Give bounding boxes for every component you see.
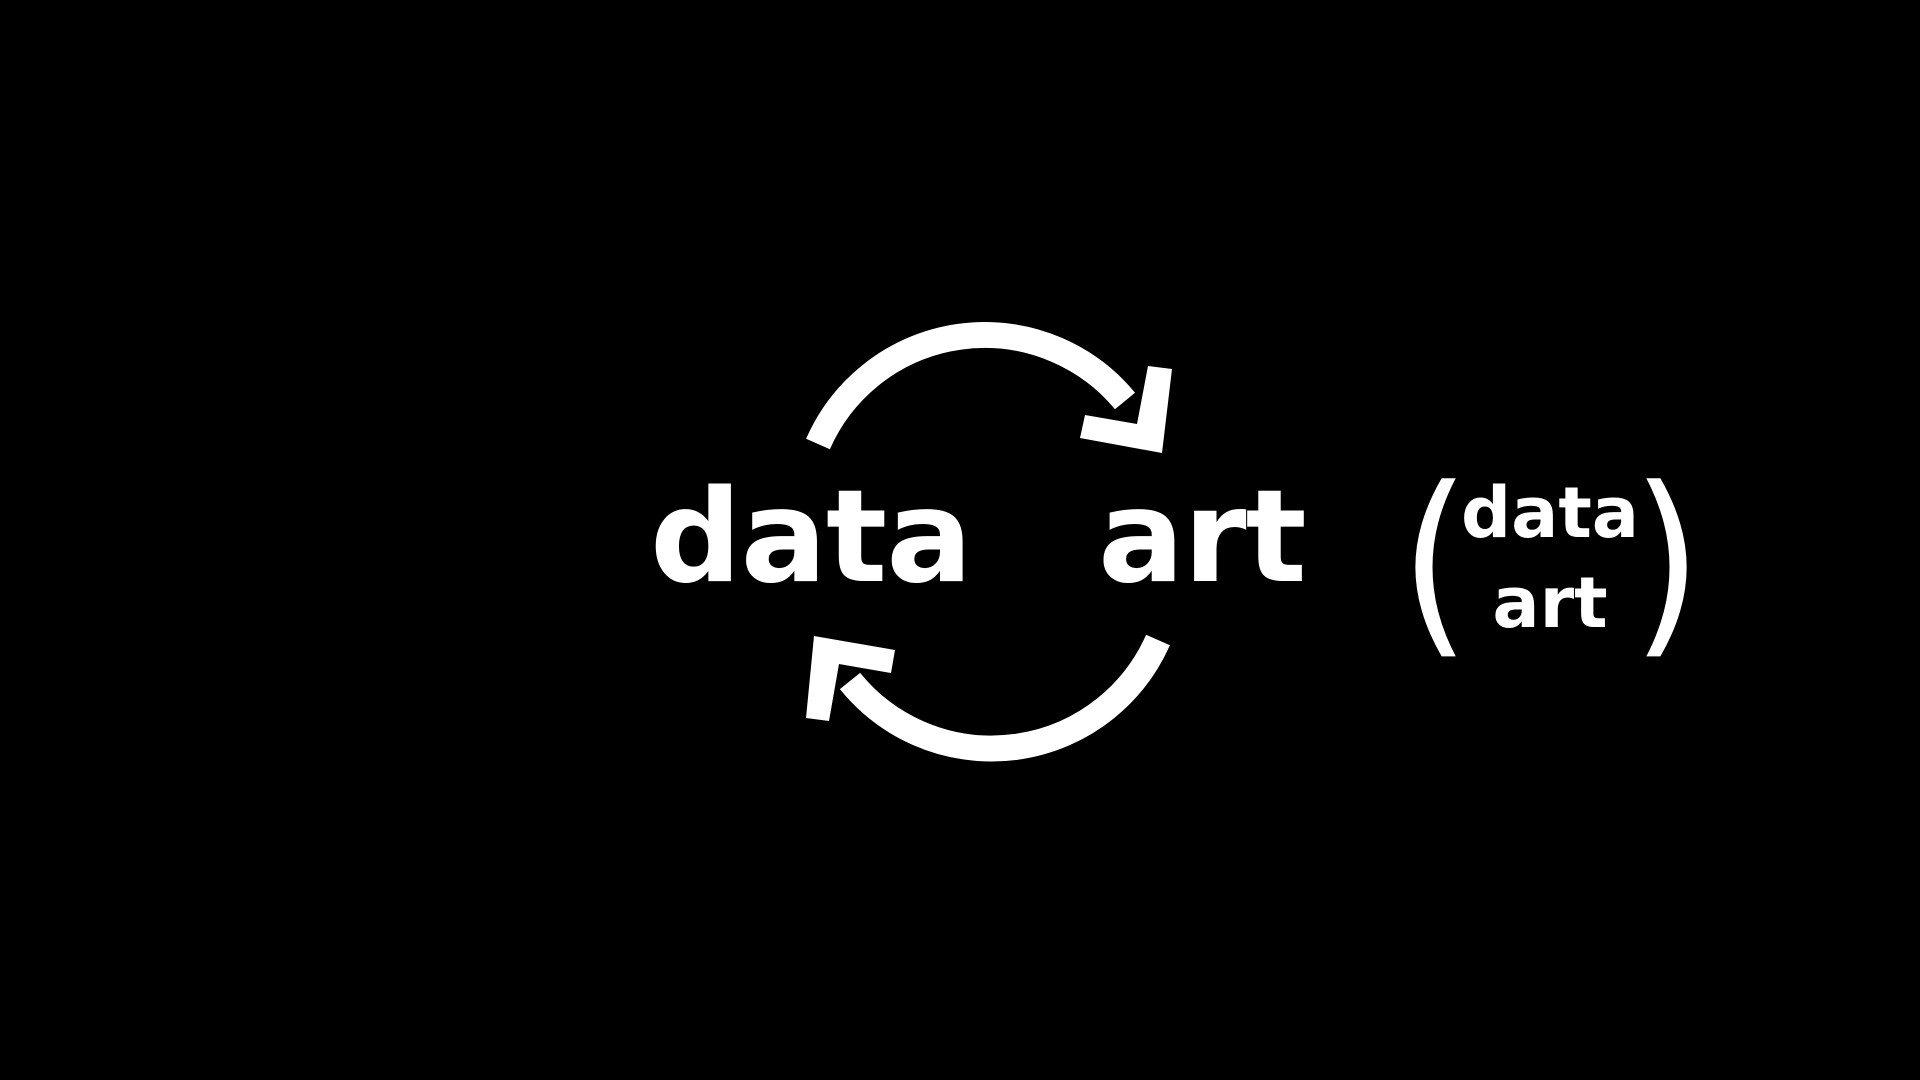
arrow-data-to-art-icon [806,321,1172,453]
open-paren: ( [1399,445,1471,678]
term-art: art [1098,463,1307,612]
term-data: data [650,463,973,612]
notation-top-term: data [1460,472,1640,554]
close-paren: ) [1631,445,1703,678]
arrow-art-to-data-icon [806,634,1170,762]
notation-bottom-term: art [1492,562,1608,644]
